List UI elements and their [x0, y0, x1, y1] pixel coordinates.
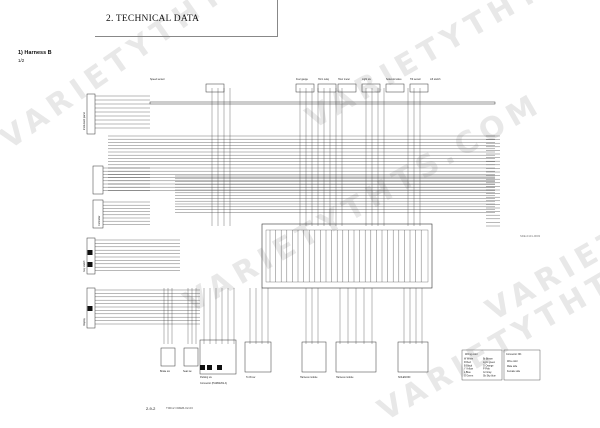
top-label: Speed sensor — [150, 78, 165, 81]
sheet-code: SDE-0101-0003 — [520, 234, 541, 238]
bottom-label: SOLENOID — [398, 376, 411, 379]
harness-a-box — [199, 339, 237, 375]
top-label: Lift switch — [430, 78, 441, 81]
top-connector-box — [385, 83, 405, 93]
bottom-box-2 — [183, 347, 199, 367]
key-switch-box — [86, 237, 96, 275]
bottom-label: Parking sw — [200, 376, 212, 379]
harness-trunk — [149, 101, 496, 105]
callout-marker — [200, 365, 205, 370]
legend-entry: Sb Sky blue — [483, 375, 496, 378]
bottom-box-4 — [301, 341, 327, 373]
callout-marker — [87, 306, 93, 311]
callout-marker — [207, 365, 212, 370]
connector-left-b — [92, 199, 104, 229]
legend-title: Wiring color — [465, 353, 478, 356]
legend-entry: Y Yellow — [464, 368, 473, 371]
legend-entry: Lg Lt.green — [483, 361, 496, 364]
bottom-box-1 — [160, 347, 176, 367]
top-label: Hour meter — [338, 78, 350, 81]
top-connector-box — [317, 83, 337, 93]
side-label: Display — [83, 317, 86, 326]
legend-title: Connector NO. — [506, 353, 522, 356]
legend-entry: O Orange — [483, 364, 494, 367]
instrument-panel-box — [86, 93, 96, 135]
legend-entry: P Pink — [483, 368, 491, 371]
solenoid-box — [397, 341, 429, 373]
callout-marker — [217, 365, 222, 370]
connector-left-a — [92, 165, 104, 195]
display-box — [86, 287, 96, 329]
side-label: Instrument panel — [83, 112, 86, 130]
top-connector-box — [361, 83, 381, 93]
top-label: Tilt sensor — [410, 78, 421, 81]
bottom-label: Brake sw — [160, 370, 170, 373]
header-box — [95, 0, 278, 37]
callout-marker — [87, 250, 93, 255]
bottom-label: Harness module — [300, 376, 318, 379]
legend-entry: W White — [464, 358, 474, 361]
bottom-label: Harness module — [336, 376, 354, 379]
legend-entry: Wire color — [507, 360, 518, 363]
section-title: 1) Harness B — [18, 50, 52, 56]
top-connector-box — [337, 83, 357, 93]
page-title: 2. TECHNICAL DATA — [106, 14, 200, 24]
bottom-box-5 — [335, 341, 377, 373]
legend-entry: G Green — [464, 375, 474, 378]
legend-entry: R Red — [464, 361, 471, 364]
legend-entry: Female side — [507, 370, 521, 373]
controller-inner — [265, 229, 429, 283]
legend-entry: B Black — [464, 364, 473, 367]
bottom-label: Seat sw — [183, 370, 192, 373]
top-label: Fuel gauge — [296, 78, 309, 81]
top-connector-box — [205, 83, 225, 93]
top-label: Horn relay — [318, 78, 330, 81]
legend-entry: Gr Gray — [483, 371, 492, 374]
top-label: Light sw — [362, 78, 371, 81]
bottom-label: To lift sw — [246, 376, 255, 379]
controller-box — [261, 223, 433, 289]
bottom-box-3 — [244, 341, 272, 373]
section-subtitle: 1/2 — [18, 58, 25, 63]
legend-entry: Male side — [507, 365, 518, 368]
top-label: Solenoid valve — [386, 78, 402, 81]
top-connector-box — [295, 83, 315, 93]
callout-marker — [87, 262, 93, 267]
document-code: T0012 OMEB-02-03 — [166, 406, 193, 410]
bottom-label: Connector (HARNESS A) — [200, 382, 227, 385]
wiring-color-legend — [461, 349, 503, 381]
side-label: Controller — [98, 215, 101, 226]
page-number: 2-9-2 — [146, 406, 156, 411]
legend-entry: L Blue — [464, 371, 471, 374]
top-connector-box — [409, 83, 429, 93]
connector-legend — [503, 349, 541, 381]
side-label: Key switch — [83, 260, 86, 272]
legend-entry: Br Brown — [483, 358, 494, 361]
